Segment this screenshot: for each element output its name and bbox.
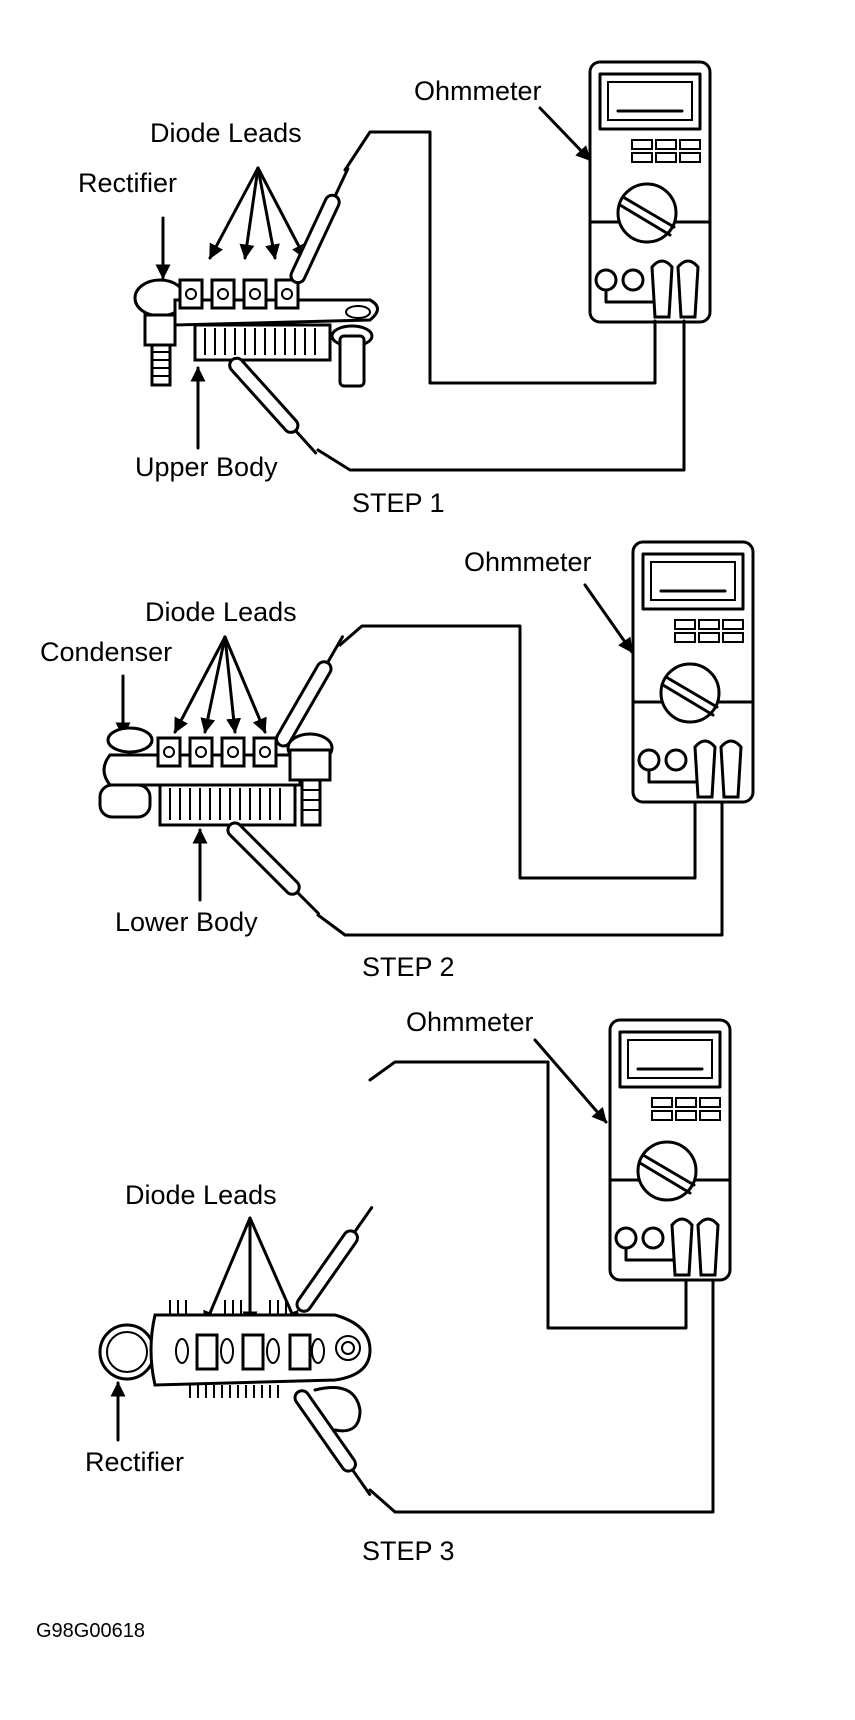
ohmmeter-label: Ohmmeter xyxy=(464,547,592,577)
step-label: STEP 1 xyxy=(352,488,445,518)
diode-leads-arrows xyxy=(208,166,307,260)
lower-body-label: Lower Body xyxy=(115,907,258,937)
condenser-label: Condenser xyxy=(40,637,172,667)
upper-body-label: Upper Body xyxy=(135,452,278,482)
figure-id: G98G00618 xyxy=(36,1620,145,1642)
diode-leads-label: Diode Leads xyxy=(145,597,297,627)
multimeter-icon xyxy=(588,60,712,324)
rectifier-assembly xyxy=(98,726,334,827)
rectifier-assembly xyxy=(98,1300,372,1433)
step-label: STEP 3 xyxy=(362,1536,455,1566)
diode-leads-arrows xyxy=(203,1216,299,1327)
probe-lead-black xyxy=(223,800,724,937)
multimeter-icon xyxy=(608,1018,732,1282)
probe-lead-red xyxy=(272,624,697,880)
panel-step-3: Ohmmeter Diode Leads xyxy=(85,1007,732,1566)
probe-lead-black xyxy=(225,319,686,472)
panel-step-1: Ohmmeter Diode Leads Rectifier xyxy=(78,60,712,518)
diode-leads-label: Diode Leads xyxy=(150,118,302,148)
probe-lead-red xyxy=(287,130,657,385)
rectifier-label: Rectifier xyxy=(78,168,177,198)
ohmmeter-label: Ohmmeter xyxy=(414,76,542,106)
probe-lead-black xyxy=(290,1278,715,1514)
step-label: STEP 2 xyxy=(362,952,455,982)
diode-leads-label: Diode Leads xyxy=(125,1180,277,1210)
ohmmeter-label: Ohmmeter xyxy=(406,1007,534,1037)
panel-step-2: Ohmmeter Diode Leads Condenser xyxy=(40,540,755,982)
rectifier-label: Rectifier xyxy=(85,1447,184,1477)
diode-leads-arrows xyxy=(173,635,267,734)
rectifier-assembly xyxy=(133,278,379,388)
probe-lead-red xyxy=(292,1060,688,1330)
ohmmeter-arrow xyxy=(538,106,592,162)
multimeter-icon xyxy=(631,540,755,804)
ohmmeter-arrow xyxy=(533,1038,608,1124)
ohmmeter-arrow xyxy=(583,583,634,654)
